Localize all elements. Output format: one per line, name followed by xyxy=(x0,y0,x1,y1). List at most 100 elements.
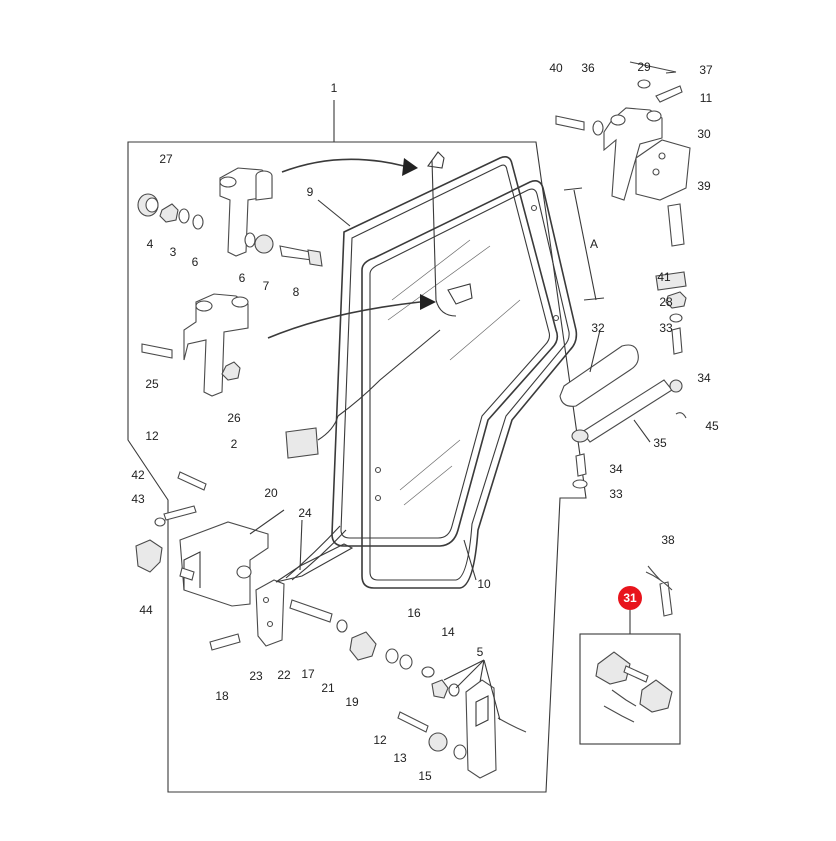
nut-26 xyxy=(221,361,241,381)
upper-latch xyxy=(427,151,445,169)
callout-7: 7 xyxy=(263,279,270,293)
glass-panel xyxy=(361,180,578,589)
pin-39 xyxy=(667,203,685,247)
callout-4: 4 xyxy=(147,237,154,251)
callout-6: 6 xyxy=(192,255,199,269)
callout-1: 1 xyxy=(331,81,338,95)
leader-lines xyxy=(249,71,677,721)
washer-19 xyxy=(385,648,399,664)
hinge-bracket-30 xyxy=(635,139,691,201)
callout-22: 22 xyxy=(277,668,291,682)
arrow-upper xyxy=(281,158,405,173)
callout-34: 34 xyxy=(697,371,711,385)
lock-mechanism xyxy=(255,579,285,647)
callout-38: 38 xyxy=(661,533,675,547)
callout-8: 8 xyxy=(293,285,300,299)
bolt-11 xyxy=(655,85,683,103)
callout-5: 5 xyxy=(477,645,484,659)
washer-44 xyxy=(154,517,166,527)
callout-21: 21 xyxy=(321,681,335,695)
callout-19: 19 xyxy=(345,695,359,709)
stud-34-upper xyxy=(671,327,683,355)
door-frame-inner xyxy=(340,164,551,539)
callout-32: 32 xyxy=(591,321,605,335)
clip-45 xyxy=(675,412,687,419)
sleeve-32 xyxy=(559,344,639,407)
callout-42: 42 xyxy=(131,468,145,482)
dimension-line-a xyxy=(573,189,597,301)
callout-16: 16 xyxy=(407,606,421,620)
bolt-12-lower xyxy=(397,711,429,733)
callout-17: 17 xyxy=(301,667,315,681)
washer-14 xyxy=(421,666,435,678)
callout-31-highlight[interactable]: 31 xyxy=(618,586,642,610)
washer-6b xyxy=(244,232,256,248)
callout-23: 23 xyxy=(249,669,263,683)
bolt-12-upper xyxy=(177,471,207,491)
keys-31 xyxy=(611,689,637,707)
washer-6 xyxy=(192,214,204,230)
callout-10: 10 xyxy=(477,577,491,591)
callout-12: 12 xyxy=(145,429,159,443)
callout-3: 3 xyxy=(170,245,177,259)
clip-43 xyxy=(135,539,163,573)
highlight-badge xyxy=(618,586,642,610)
bolt-40 xyxy=(555,115,585,131)
washer-29 xyxy=(637,79,651,89)
key-5 xyxy=(497,717,527,733)
nut-14 xyxy=(431,679,449,699)
washer-33-lower xyxy=(572,479,588,489)
lock-barrel-1 xyxy=(595,651,631,685)
callout-26: 26 xyxy=(227,411,241,425)
callout-11: 11 xyxy=(700,91,713,105)
bolt-22 xyxy=(289,599,333,623)
handle-5 xyxy=(465,679,497,779)
callout-45: 45 xyxy=(705,419,719,433)
stud-34-lower xyxy=(575,453,587,477)
washer-36 xyxy=(592,120,604,136)
lock-bracket xyxy=(179,521,269,607)
dimension-label-a: A xyxy=(590,237,598,251)
callout-27: 27 xyxy=(159,152,173,166)
nut-4 xyxy=(159,203,179,223)
lock-barrel-2 xyxy=(639,679,673,713)
callout-15: 15 xyxy=(418,769,432,783)
pin-37 xyxy=(629,61,677,73)
callout-24: 24 xyxy=(298,506,312,520)
callout-34: 34 xyxy=(609,462,623,476)
cap-41 xyxy=(655,271,687,291)
bush-7 xyxy=(254,234,274,254)
bolt-25 xyxy=(141,343,173,359)
callout-36: 36 xyxy=(581,61,595,75)
callout-12: 12 xyxy=(373,733,387,747)
washer-17 xyxy=(336,619,348,633)
bolt-42 xyxy=(163,505,197,521)
lower-hinge xyxy=(183,293,249,397)
callout-18: 18 xyxy=(215,689,229,703)
callout-20: 20 xyxy=(264,486,278,500)
callout-44: 44 xyxy=(139,603,153,617)
bolt-8 xyxy=(279,245,313,261)
callout-13: 13 xyxy=(393,751,407,765)
callout-35: 35 xyxy=(653,436,667,450)
glass-panel-edge xyxy=(369,188,570,581)
screw-18 xyxy=(209,633,241,651)
callout-37: 37 xyxy=(699,63,713,77)
hinge-half xyxy=(603,107,663,201)
nut-28 xyxy=(665,291,687,309)
callout-39: 39 xyxy=(697,179,711,193)
connector-2 xyxy=(285,427,319,459)
cam-21 xyxy=(349,631,377,661)
door-frame xyxy=(331,156,559,547)
callout-25: 25 xyxy=(145,377,159,391)
callout-29: 29 xyxy=(637,60,651,74)
washer-3 xyxy=(178,208,190,224)
callout-2: 2 xyxy=(231,437,238,451)
callout-40: 40 xyxy=(549,61,563,75)
callout-6: 6 xyxy=(239,271,246,285)
washer-16 xyxy=(399,654,413,670)
middle-latch xyxy=(447,283,473,305)
